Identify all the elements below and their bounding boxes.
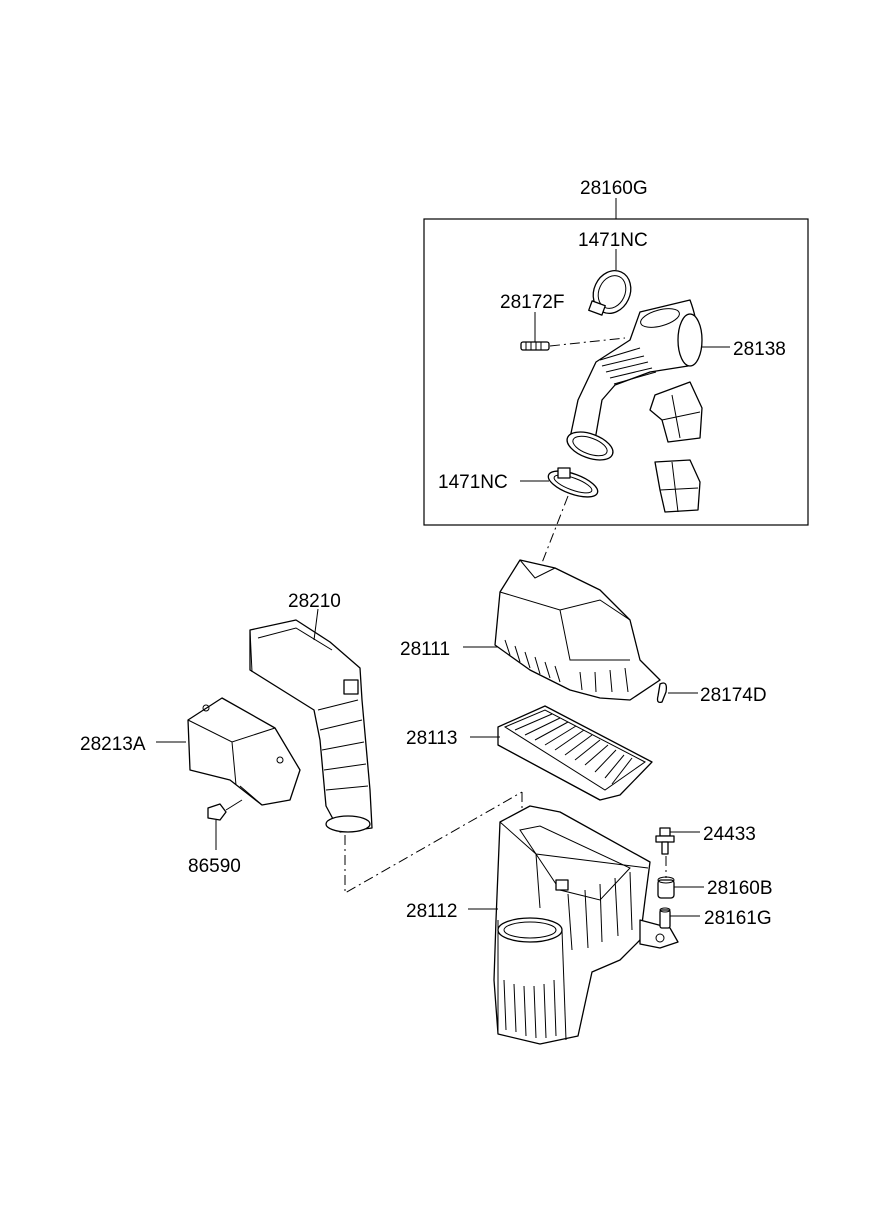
label-28160B: 28160B <box>707 878 773 899</box>
collar-part <box>659 907 671 929</box>
label-28138: 28138 <box>733 339 786 360</box>
intake-hose-part <box>566 299 703 461</box>
air-duct-part <box>249 619 373 833</box>
label-24433: 24433 <box>703 824 756 845</box>
assembly-box <box>423 218 809 526</box>
label-28172F: 28172F <box>500 292 564 313</box>
cleaner-body-part <box>493 805 679 1045</box>
label-86590: 86590 <box>188 856 241 877</box>
label-28161G: 28161G <box>704 908 772 929</box>
label-1471NC-upper: 1471NC <box>578 230 648 251</box>
upper-clamp-part <box>588 270 632 316</box>
label-28213A: 28213A <box>80 734 146 755</box>
bolt-28172F-part <box>520 341 550 351</box>
label-1471NC-lower: 1471NC <box>438 472 508 493</box>
insulator-part <box>657 876 675 899</box>
screw-part <box>207 799 243 821</box>
label-28174D: 28174D <box>700 685 767 706</box>
resonator-part <box>187 697 301 806</box>
clip-part <box>656 682 668 704</box>
bracket-lower <box>654 459 701 513</box>
label-28113: 28113 <box>406 728 457 749</box>
label-28160G: 28160G <box>580 178 648 199</box>
filter-element-part <box>497 705 653 801</box>
bolt-24433-part <box>655 827 675 855</box>
label-28210: 28210 <box>288 591 341 612</box>
bracket-upper <box>649 381 703 443</box>
lower-clamp-part <box>547 467 599 498</box>
cleaner-cover-part <box>494 559 661 701</box>
label-28112: 28112 <box>406 901 457 922</box>
label-28111: 28111 <box>400 639 450 660</box>
